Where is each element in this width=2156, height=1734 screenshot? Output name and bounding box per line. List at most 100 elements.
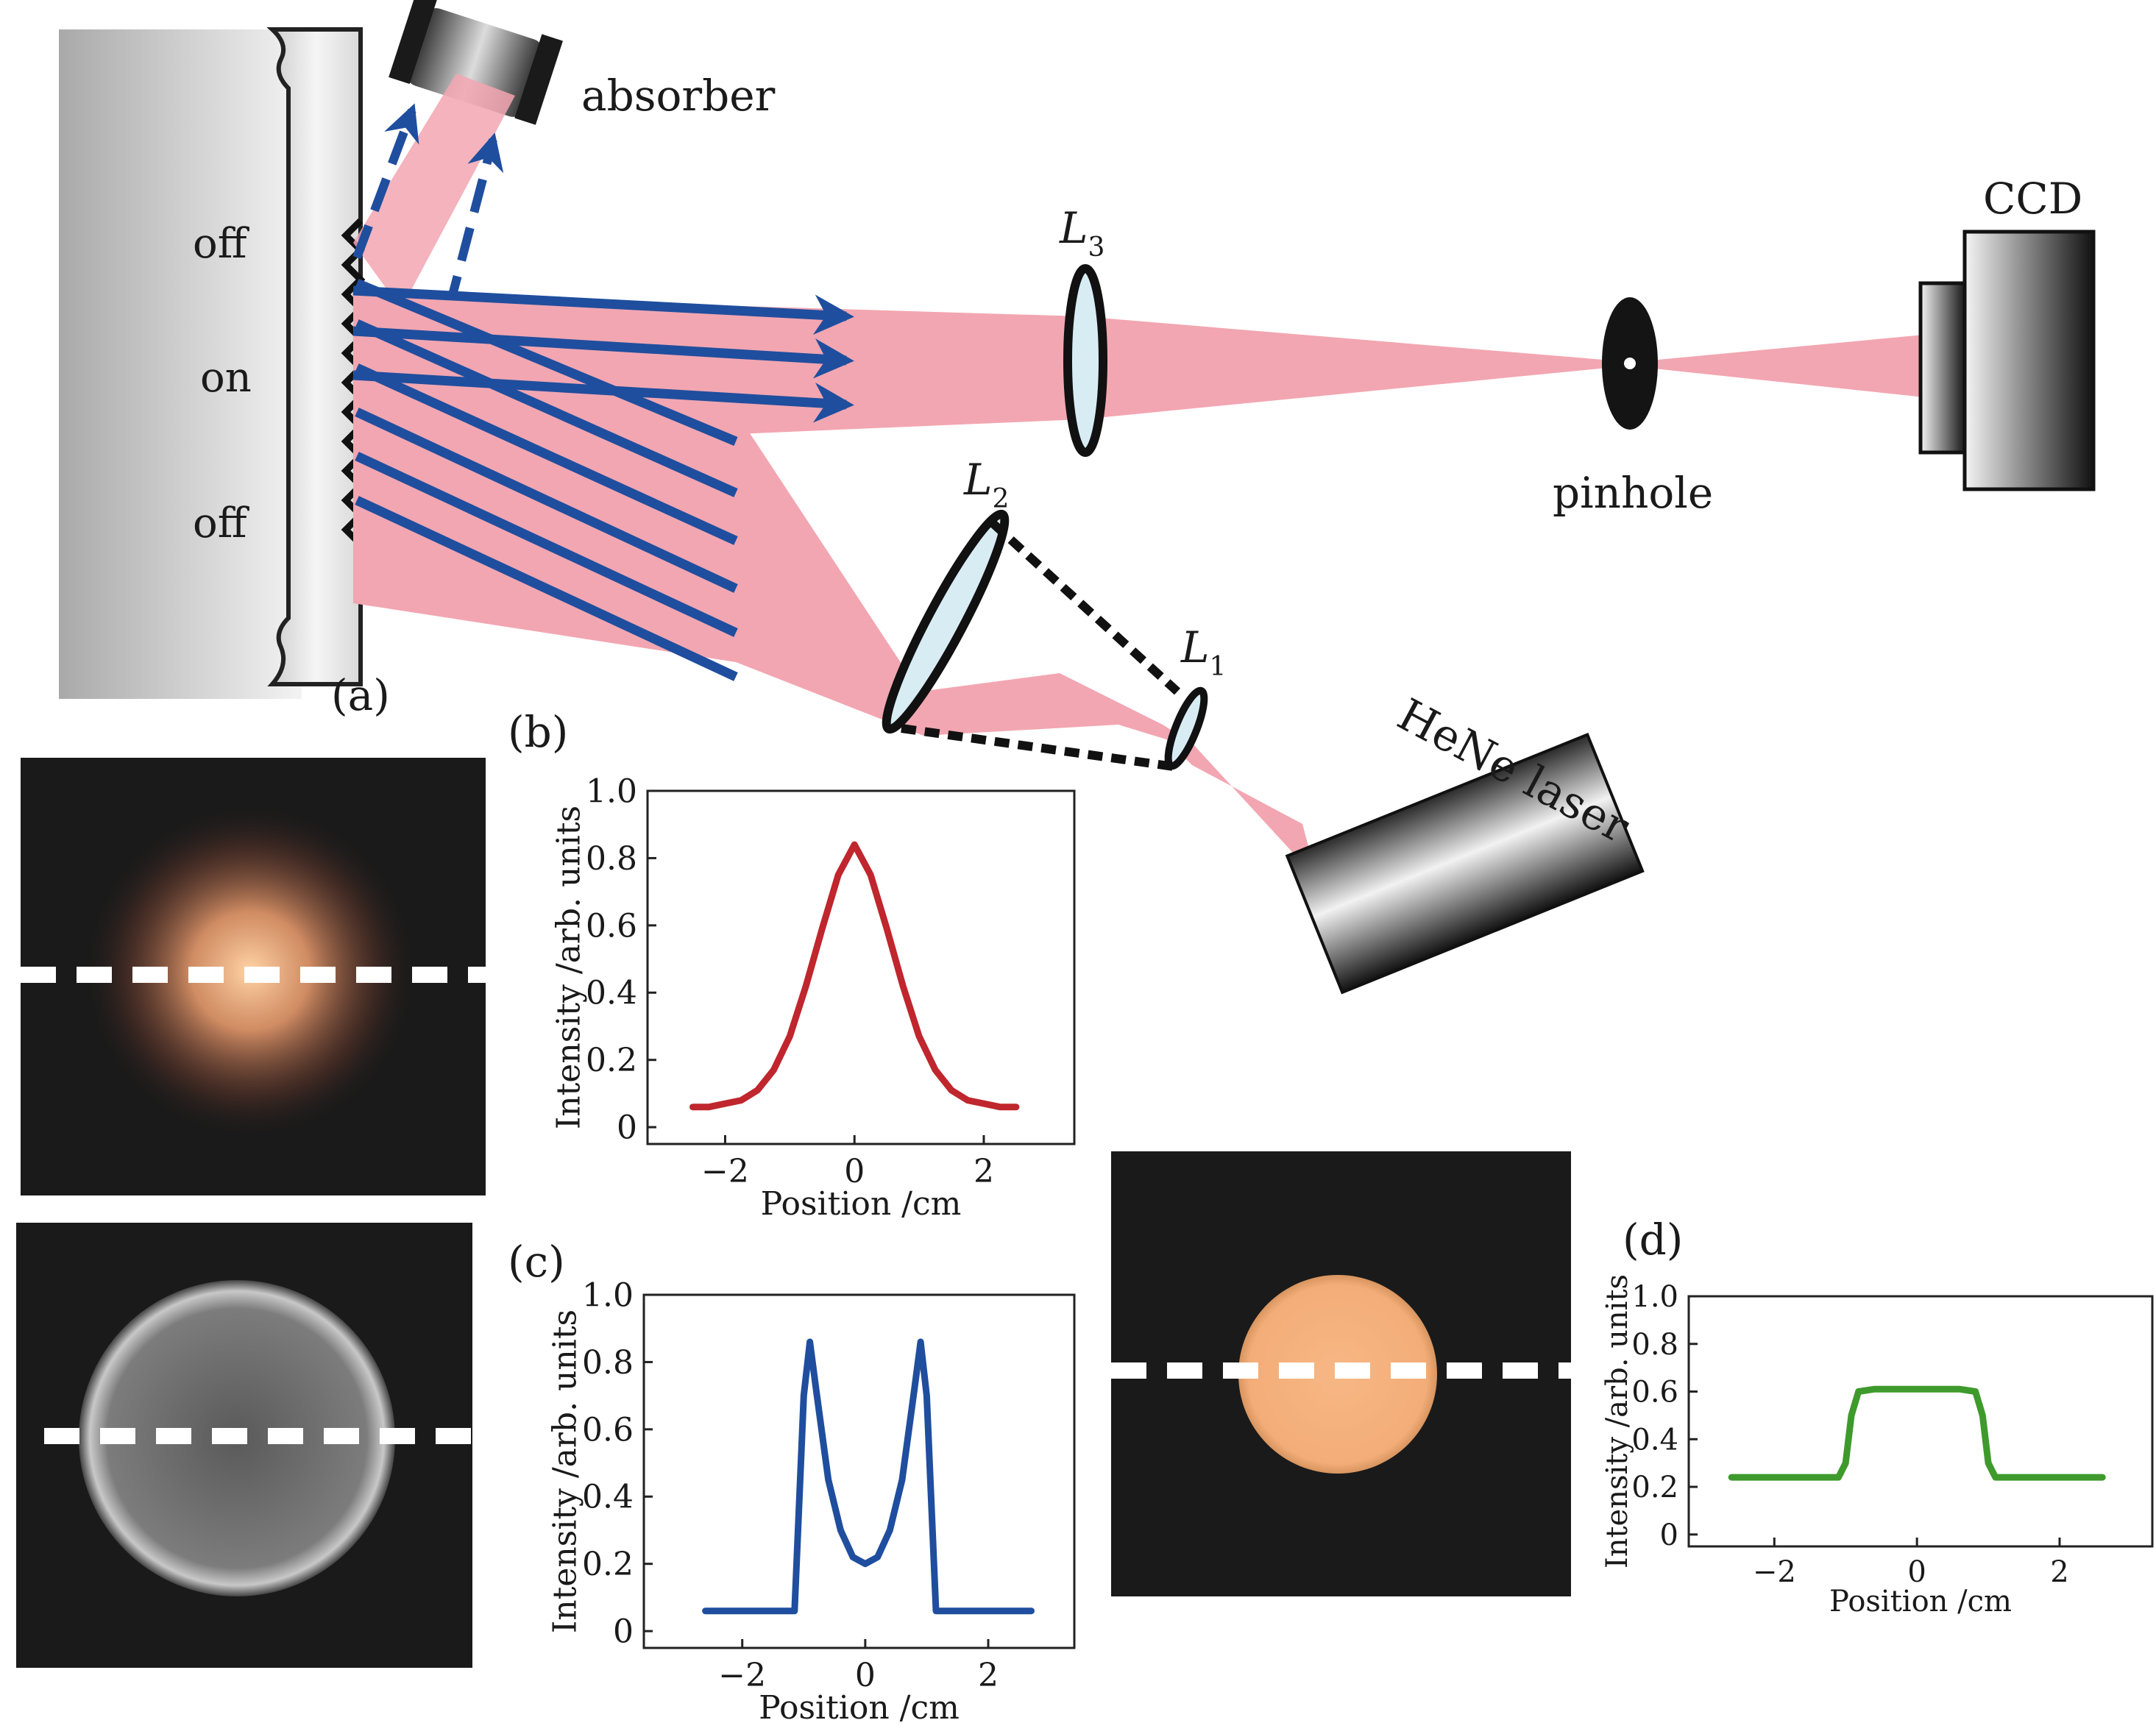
off-beam (353, 74, 515, 309)
x-tick-label: 0 (1907, 1555, 1926, 1589)
data-point (1873, 1388, 1875, 1390)
dmd-mount (59, 29, 302, 699)
absorber (389, 0, 563, 125)
data-point (821, 928, 823, 929)
data-point (914, 1388, 915, 1390)
pinhole-label: pinhole (1553, 468, 1713, 518)
absorber-label: absorber (581, 71, 776, 121)
plot-frame (646, 789, 1076, 1145)
x-tick-label: 0 (855, 1657, 876, 1694)
x-tick-label: 2 (974, 1153, 994, 1190)
lens-l3-label: L3 (1059, 203, 1104, 263)
y-tick-label: 0 (613, 1613, 634, 1651)
off-ray-1 (352, 103, 419, 260)
data-point (902, 985, 904, 987)
y-tick-label: 0 (1660, 1518, 1678, 1552)
data-point (987, 1610, 989, 1612)
data-point (1858, 1391, 1859, 1393)
y-axis-label: Intensity /arb. units (1600, 1274, 1634, 1568)
y-axis-label: Intensity /arb. units (550, 806, 588, 1129)
x-axis-label: Position /cm (1829, 1585, 2012, 1618)
data-point (705, 1610, 706, 1612)
off-label-bottom: off (193, 500, 250, 547)
lens-l2-label: L2 (963, 455, 1009, 514)
y-tick-label: 0.2 (1631, 1471, 1678, 1504)
data-point (692, 1106, 694, 1108)
in-ray-4 (355, 408, 738, 593)
y-tick-label: 0 (617, 1109, 637, 1147)
data-point (1015, 1106, 1017, 1108)
x-tick-label: −2 (701, 1153, 749, 1190)
y-tick-label: 0.6 (586, 907, 637, 945)
data-point (901, 1479, 903, 1480)
data-point (1031, 1610, 1032, 1612)
off-label-top: off (193, 220, 250, 268)
lens-l2 (882, 509, 1010, 734)
y-tick-label: 0.2 (582, 1546, 634, 1583)
flattop-profile-image (1111, 1151, 1571, 1596)
y-tick-label: 1.0 (1631, 1280, 1678, 1314)
data-point (840, 1529, 841, 1531)
y-tick-label: 0.6 (582, 1411, 634, 1449)
data-point (1975, 1391, 1976, 1393)
x-tick-label: 2 (978, 1657, 999, 1694)
data-point (1838, 1477, 1840, 1478)
x-tick-label: 0 (844, 1153, 865, 1190)
y-axis-label: Intensity /arb. units (547, 1310, 584, 1633)
expander-dash-top (990, 520, 1181, 695)
panel-a-label: (a) (331, 670, 390, 720)
in-ray-3 (355, 363, 738, 545)
y-tick-label: 0.4 (582, 1479, 634, 1516)
ccd-camera (1918, 230, 2096, 491)
data-point (815, 1388, 817, 1390)
lens-l3 (1063, 264, 1107, 457)
in-ray-6 (355, 496, 738, 681)
data-point (794, 1610, 795, 1612)
on-ray-3 (352, 370, 854, 423)
data-point (740, 1100, 742, 1101)
data-point (809, 1341, 811, 1343)
data-point (2102, 1477, 2103, 1478)
on-beam (353, 294, 1630, 441)
on-ray-1 (352, 285, 854, 335)
pinhole-aperture (1624, 358, 1636, 369)
in-ray-2 (355, 319, 738, 497)
y-tick-label: 0.6 (1631, 1376, 1678, 1410)
y-tick-label: 0.4 (586, 975, 637, 1012)
in-ray-1 (355, 279, 738, 446)
x-tick-label: 2 (2050, 1555, 2068, 1589)
x-tick-label: −2 (718, 1657, 766, 1694)
x-tick-label: −2 (1753, 1555, 1796, 1589)
plot-frame (642, 1293, 1076, 1649)
panel-b-label: (b) (508, 707, 568, 757)
data-point (2030, 1477, 2032, 1478)
ring-profile-image (16, 1223, 472, 1668)
on-label: on (200, 354, 252, 402)
y-tick-label: 1.0 (582, 1276, 634, 1314)
gaussian-profile-image (21, 758, 486, 1195)
ccd-beam (1626, 335, 1924, 397)
hene-laser (1285, 733, 1645, 995)
setup-diagram: absorber off on off (a) L3 L2 L1 pinhole… (59, 0, 2096, 995)
data-point (1916, 1388, 1918, 1390)
in-ray-5 (355, 452, 738, 637)
y-tick-label: 0.8 (582, 1344, 634, 1382)
panel-c-label: (c) (508, 1237, 565, 1287)
data-point (828, 1479, 829, 1480)
data-point (999, 1106, 1001, 1108)
data-point (918, 1036, 920, 1037)
lens-l1-label: L1 (1180, 622, 1226, 682)
data-point (1802, 1477, 1804, 1478)
data-point (1731, 1477, 1732, 1478)
y-tick-label: 0.8 (586, 840, 637, 878)
off-ray-2 (444, 132, 504, 310)
plot-frame (1687, 1295, 2154, 1548)
y-tick-label: 0.2 (586, 1042, 637, 1079)
x-axis-label: Position /cm (761, 1185, 962, 1223)
y-tick-label: 0.8 (1631, 1328, 1678, 1362)
